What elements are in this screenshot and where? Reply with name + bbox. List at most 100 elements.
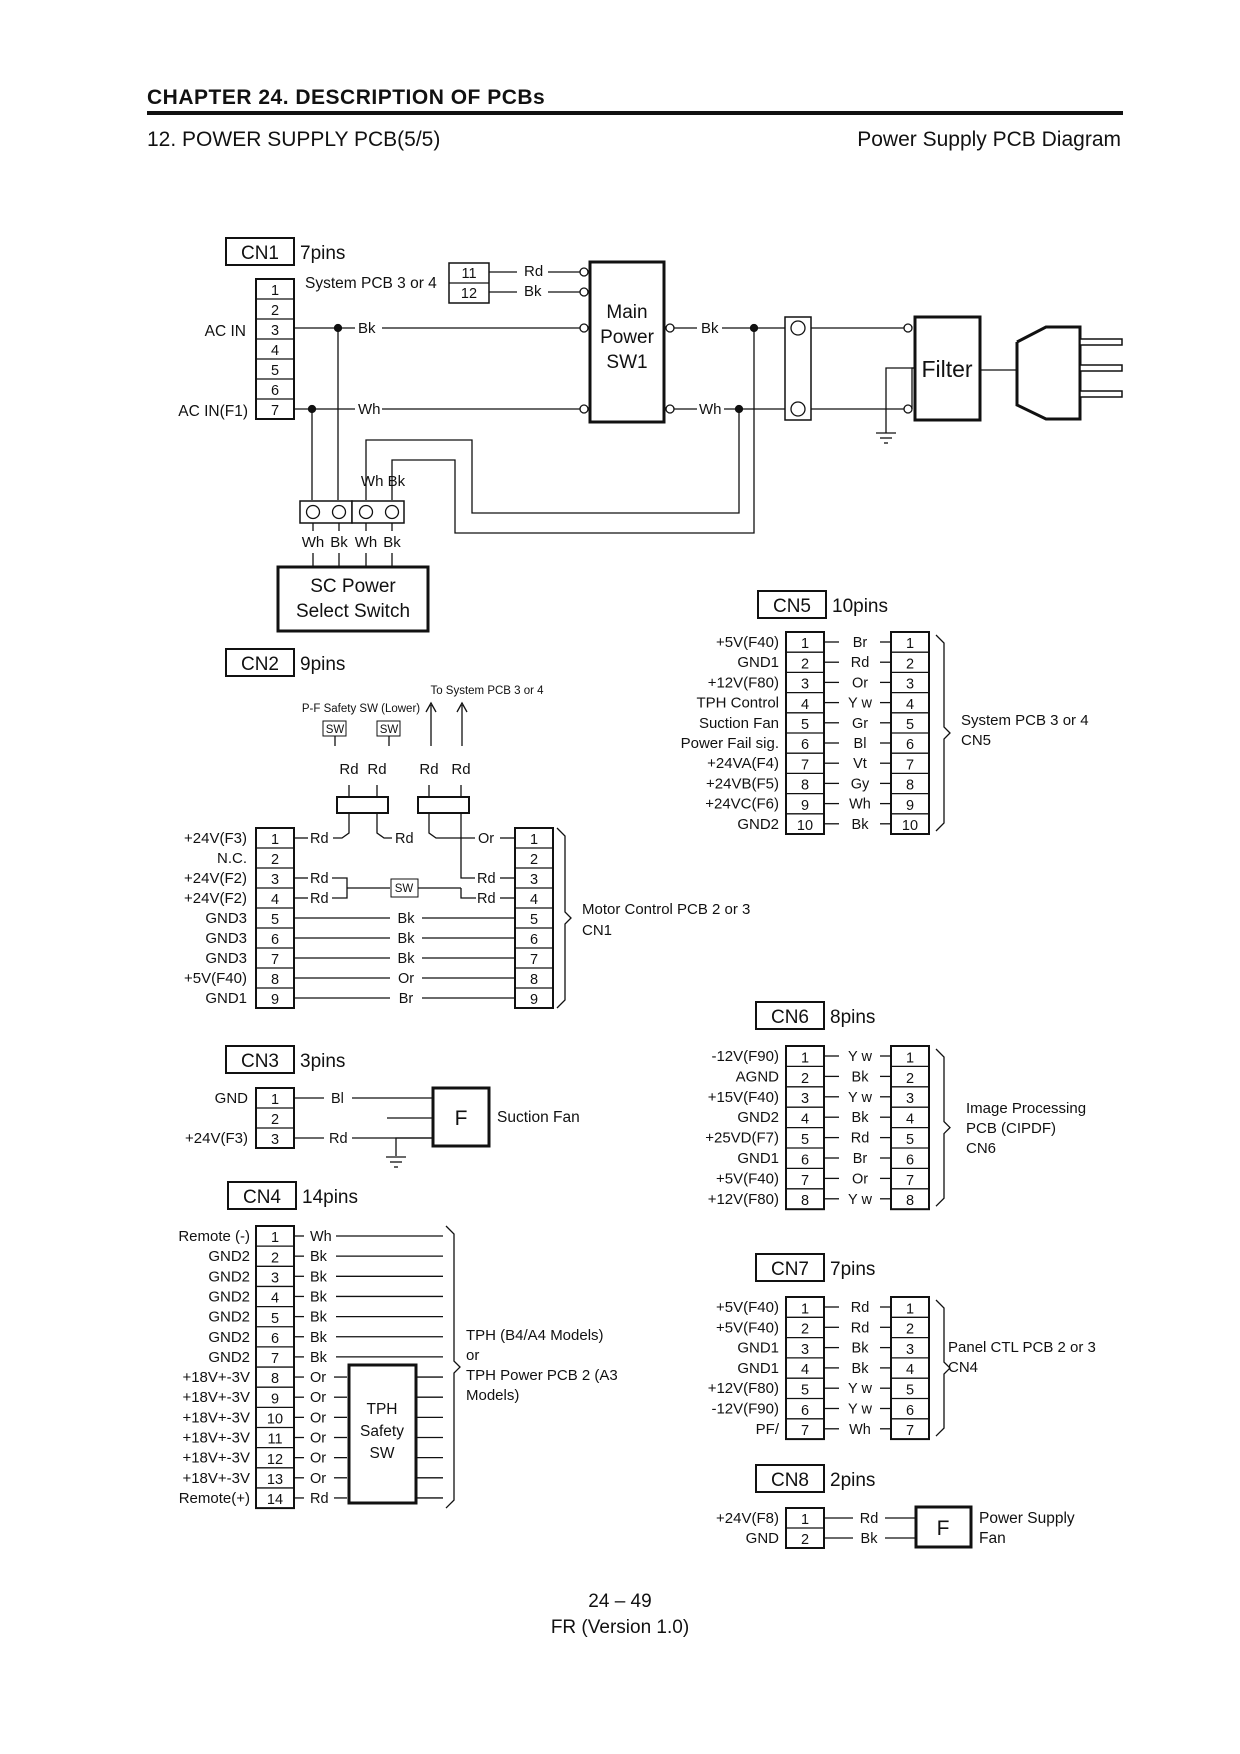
- wire-color-label: Bk: [398, 911, 416, 927]
- cn1-plug-pin: 11: [461, 266, 476, 282]
- cn6-dest-pin-number: 2: [906, 1071, 914, 1087]
- wire-color-label: Rd: [310, 1491, 329, 1507]
- cn7-dest-pin-number: 6: [906, 1403, 914, 1419]
- cn6-pin-number: 1: [801, 1050, 809, 1066]
- wire-color-label: Bk: [701, 320, 719, 337]
- cn2-motor-pin-number: 6: [530, 932, 538, 948]
- wire-color-label: Rd: [310, 891, 329, 907]
- cn4-signal-label: +18V+-3V: [182, 1369, 250, 1386]
- cn7-wire-color-label: Wh: [849, 1422, 871, 1438]
- cn4-pin-number: 12: [267, 1452, 283, 1468]
- wire-color-label: Bl: [331, 1091, 344, 1107]
- cn6-pin-number: 3: [801, 1091, 809, 1107]
- cn1-pin-number: 3: [271, 323, 279, 339]
- cn8-header-box: [755, 1464, 825, 1493]
- wire-color-label: Rd: [310, 871, 329, 887]
- cn6-dest-pin-number: 1: [906, 1050, 914, 1066]
- sc-power-select-switch-label: SC Power: [310, 576, 396, 597]
- cn8-signal-label: +24V(F8): [716, 1510, 779, 1527]
- cn6-pin-number: 8: [801, 1193, 809, 1209]
- cn7-destination-label: Panel CTL PCB 2 or 3: [948, 1339, 1096, 1356]
- cn2-pin-number: 5: [271, 912, 279, 928]
- wire-color-label: Rd: [419, 761, 438, 778]
- cn8-signal-label: GND: [746, 1530, 780, 1547]
- cn2-motor-pin-number: 8: [530, 972, 538, 988]
- arrow-head: [456, 701, 468, 713]
- terminal: [579, 404, 589, 414]
- cn4-destination-label: TPH Power PCB 2 (A3: [466, 1367, 618, 1384]
- cn5-signal-label: GND1: [737, 654, 779, 671]
- wire-color-label: Rd: [451, 761, 470, 778]
- cn7-signal-label: PF/: [756, 1421, 780, 1438]
- cn7-signal-label: GND1: [737, 1340, 779, 1357]
- cn7-signal-label: +5V(F40): [716, 1319, 779, 1336]
- ac-in-label: AC IN: [205, 323, 246, 340]
- cn1-pin-number: 1: [271, 283, 279, 299]
- wire: [428, 827, 475, 839]
- cn4-signal-label: Remote (-): [178, 1228, 250, 1245]
- cn3-signal-label: +24V(F3): [185, 1130, 248, 1147]
- cn4-pin-number: 6: [271, 1331, 279, 1347]
- cn7-pin-number: 1: [801, 1301, 809, 1317]
- cn4-destination-label: or: [466, 1347, 479, 1364]
- power-supply-fan-label: Power Supply: [979, 1510, 1075, 1527]
- cn5-wire-color-label: Or: [852, 675, 868, 691]
- cn6-destination-label: Image Processing: [966, 1100, 1086, 1117]
- cn5-wire-color-label: Vt: [853, 756, 867, 772]
- cn7-wire-color-label: Y w: [848, 1402, 872, 1418]
- ac-in-f1-label: AC IN(F1): [178, 403, 248, 420]
- cn4-pin-number: 8: [271, 1371, 279, 1387]
- cn2-motor-pin-number: 3: [530, 872, 538, 888]
- cn6-signal-label: +5V(F40): [716, 1170, 779, 1187]
- terminal: [903, 323, 913, 333]
- wire-loop: [391, 328, 755, 534]
- cn4-pin-number: 9: [271, 1391, 279, 1407]
- cn7-pins-count: 7pins: [830, 1259, 875, 1280]
- wire-color-label: Bk: [861, 1531, 879, 1547]
- wire-color-label: Bk: [310, 1330, 328, 1346]
- cn6-pin-number: 2: [801, 1071, 809, 1087]
- wire-color-label: Bk: [524, 283, 542, 300]
- cn4-destination-label: TPH (B4/A4 Models): [466, 1327, 604, 1344]
- cn5-dest-pin-number: 6: [906, 737, 914, 753]
- cn8-pins-count: 2pins: [830, 1470, 875, 1491]
- wire-color-label: Bk: [358, 320, 376, 337]
- cn7-wire-color-label: Rd: [851, 1300, 870, 1316]
- cn2-motor-pin-number: 2: [530, 852, 538, 868]
- cn1-system-pcb-label: System PCB 3 or 4: [305, 275, 437, 292]
- cn5-dest-bracket: [935, 634, 951, 832]
- cn5-pin-number: 10: [797, 818, 813, 834]
- cn8-pin-number: 1: [801, 1512, 809, 1528]
- wire: [460, 888, 476, 899]
- cn2-dest-bracket: [556, 827, 572, 1009]
- harness-connector: [417, 796, 470, 814]
- cn5-pin-number: 9: [801, 798, 809, 814]
- wire-color-label: Bk: [398, 951, 416, 967]
- arrow-head: [425, 701, 437, 713]
- cn7-pin-column: [785, 1296, 825, 1441]
- cn4-signal-label: GND2: [208, 1349, 250, 1366]
- cn2-motor-pin-number: 4: [530, 892, 538, 908]
- pf-safety-switch-label: SW: [380, 724, 399, 736]
- wire-loop: [365, 409, 740, 514]
- cn2-switch-label: SW: [395, 883, 414, 895]
- cn2-pin-number: 8: [271, 972, 279, 988]
- cn2-pin-number: 3: [271, 872, 279, 888]
- cn1-header-box: [225, 237, 295, 266]
- cn5-signal-label: +12V(F80): [708, 674, 779, 691]
- cn7-signal-label: +12V(F80): [708, 1380, 779, 1397]
- wire-color-label: Or: [310, 1410, 326, 1426]
- cn4-signal-label: GND2: [208, 1268, 250, 1285]
- cn7-pin-number: 5: [801, 1383, 809, 1399]
- cn1-pin-number: 2: [271, 303, 279, 319]
- selector-bottom-wire-label: Wh: [302, 534, 325, 551]
- cn5-header-box: [757, 590, 827, 619]
- main-power-switch-label: SW1: [606, 352, 647, 373]
- wire-color-label: Or: [398, 971, 414, 987]
- cn5-signal-label: Power Fail sig.: [681, 735, 779, 752]
- selector-terminal: [305, 504, 321, 520]
- cn2-signal-label: GND3: [205, 950, 247, 967]
- cn5-signal-label: +24VC(F6): [705, 796, 779, 813]
- cn7-signal-label: +5V(F40): [716, 1299, 779, 1316]
- suction-fan-box: [431, 1086, 491, 1148]
